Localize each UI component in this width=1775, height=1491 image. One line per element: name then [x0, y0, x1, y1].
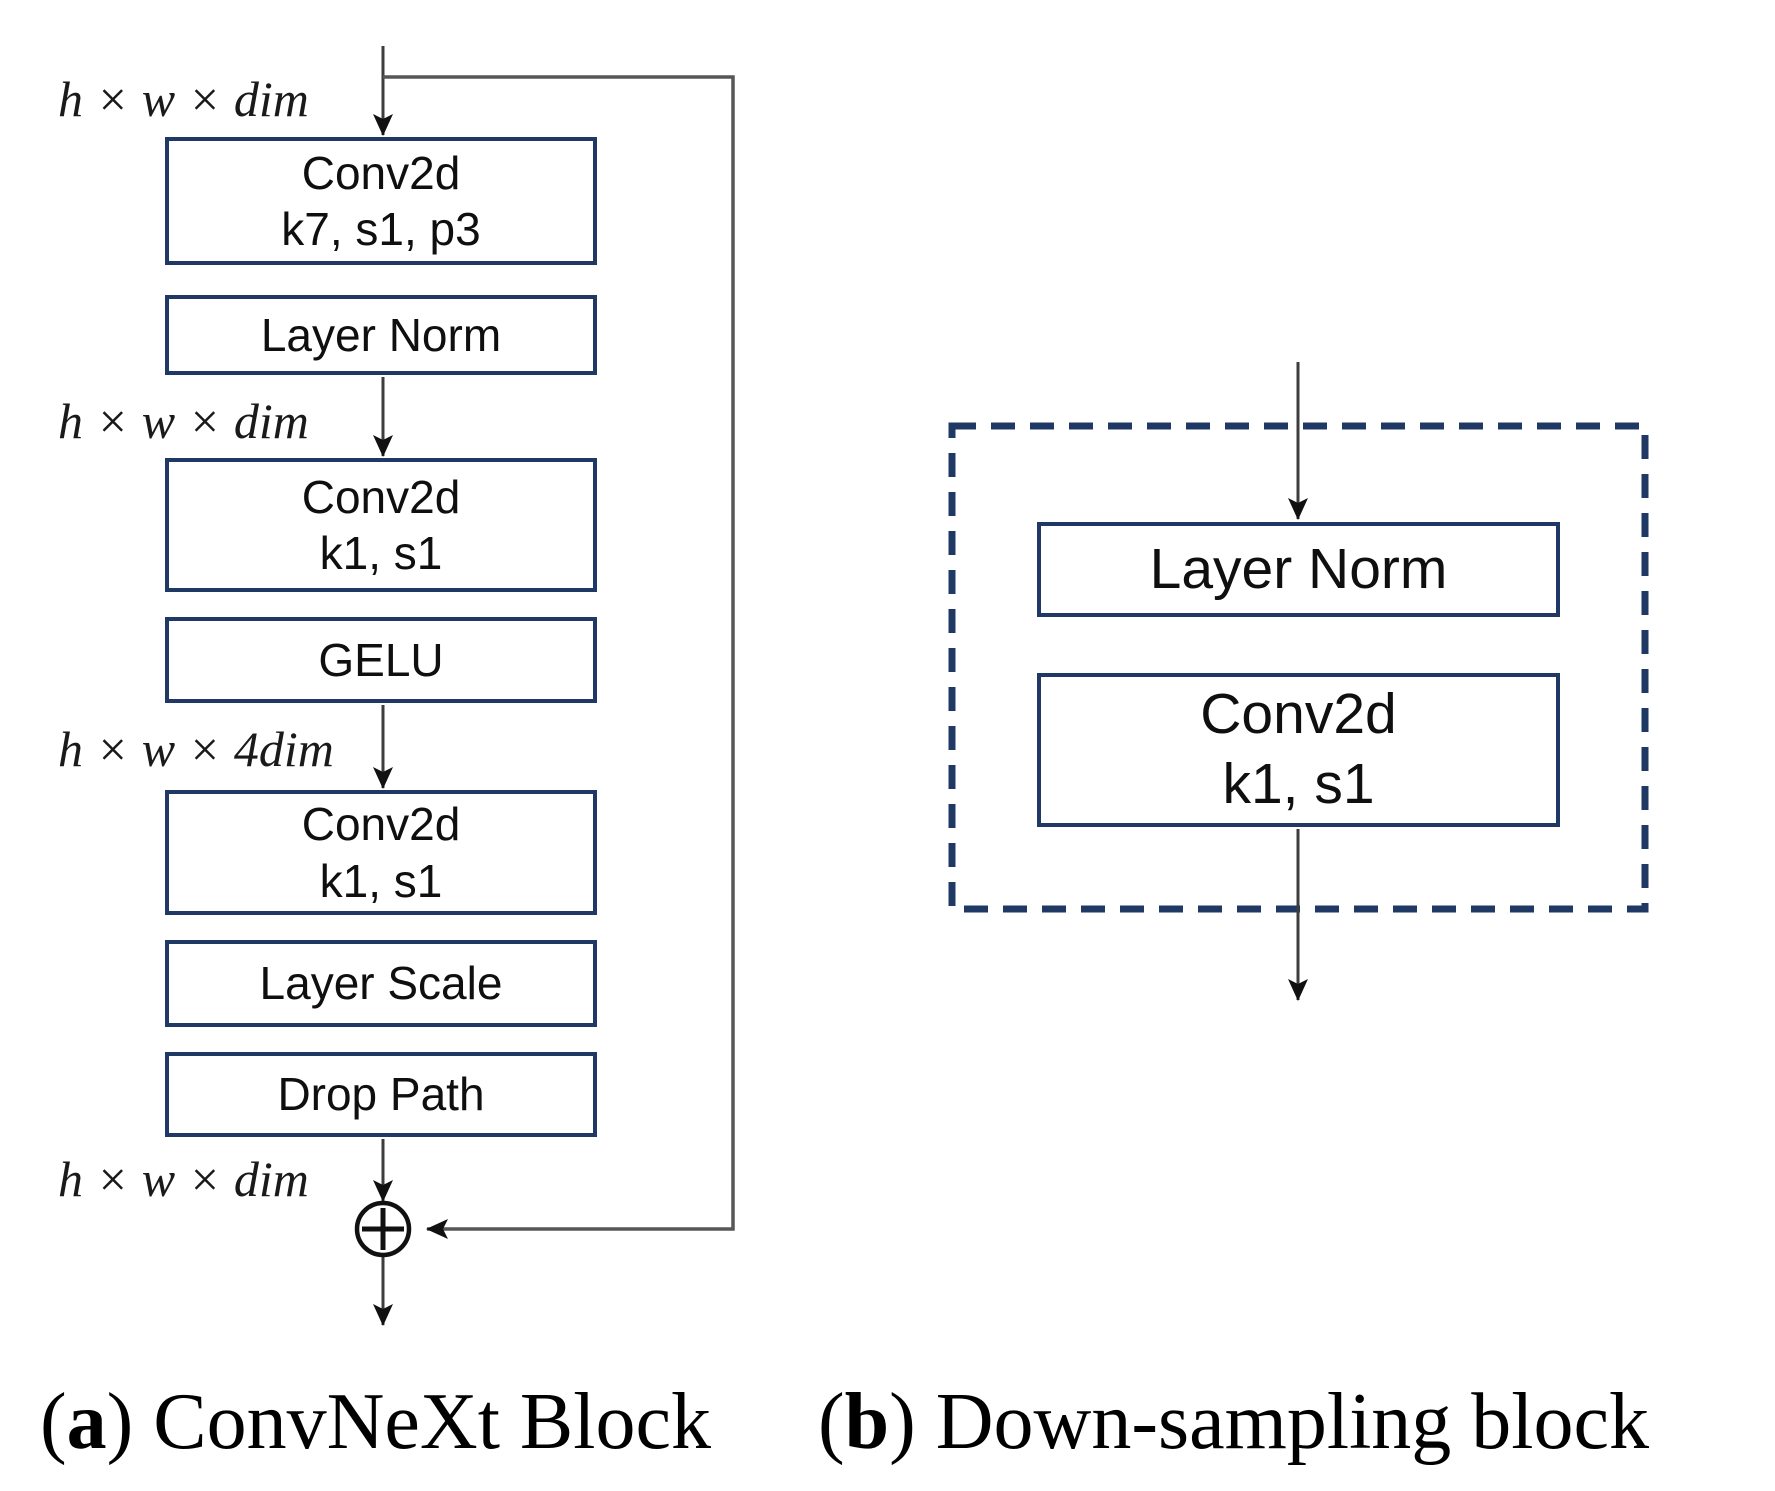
conv2d-k1-box-2: Conv2d k1, s1	[165, 790, 597, 915]
caption-a-letter: a	[66, 1378, 107, 1466]
box-label-line: k7, s1, p3	[281, 203, 481, 255]
box-label-line: Conv2d	[301, 146, 461, 199]
gelu-box: GELU	[165, 617, 597, 703]
box-label-line: Layer Scale	[259, 957, 503, 1010]
layer-norm-box-a: Layer Norm	[165, 295, 597, 375]
conv2d-k1-box-b: Conv2d k1, s1	[1037, 673, 1560, 827]
caption-b-text: ) Down-sampling block	[889, 1378, 1650, 1466]
caption-a: (a) ConvNeXt Block	[40, 1378, 711, 1466]
box-label-line: Conv2d	[301, 470, 461, 523]
caption-a-paren: (	[40, 1378, 67, 1466]
box-label-line: k1, s1	[1222, 752, 1375, 816]
layer-norm-box-b: Layer Norm	[1037, 522, 1560, 617]
box-label-line: Conv2d	[301, 798, 461, 851]
conv2d-k1-box-1: Conv2d k1, s1	[165, 458, 597, 592]
box-label-line: k1, s1	[319, 527, 443, 579]
box-label-line: Drop Path	[277, 1068, 485, 1121]
box-label-line: Layer Norm	[1149, 536, 1448, 601]
box-label-line: GELU	[318, 633, 444, 686]
dim-label-3: h × w × 4dim	[58, 721, 334, 777]
dim-label-1: h × w × dim	[58, 71, 309, 127]
downsample-dashed-box	[948, 422, 1649, 913]
dim-label-2: h × w × dim	[58, 393, 309, 449]
layer-scale-box: Layer Scale	[165, 940, 597, 1027]
caption-b-letter: b	[844, 1378, 890, 1466]
add-icon	[354, 1200, 412, 1258]
caption-b: (b) Down-sampling block	[818, 1378, 1649, 1466]
box-label-line: Conv2d	[1200, 682, 1397, 747]
box-label-line: Layer Norm	[260, 308, 502, 361]
box-label-line: k1, s1	[319, 854, 443, 907]
conv2d-k7-box: Conv2d k7, s1, p3	[165, 137, 597, 265]
caption-a-text: ) ConvNeXt Block	[106, 1378, 712, 1466]
drop-path-box: Drop Path	[165, 1052, 597, 1137]
caption-b-paren: (	[818, 1378, 845, 1466]
dim-label-4: h × w × dim	[58, 1151, 309, 1207]
